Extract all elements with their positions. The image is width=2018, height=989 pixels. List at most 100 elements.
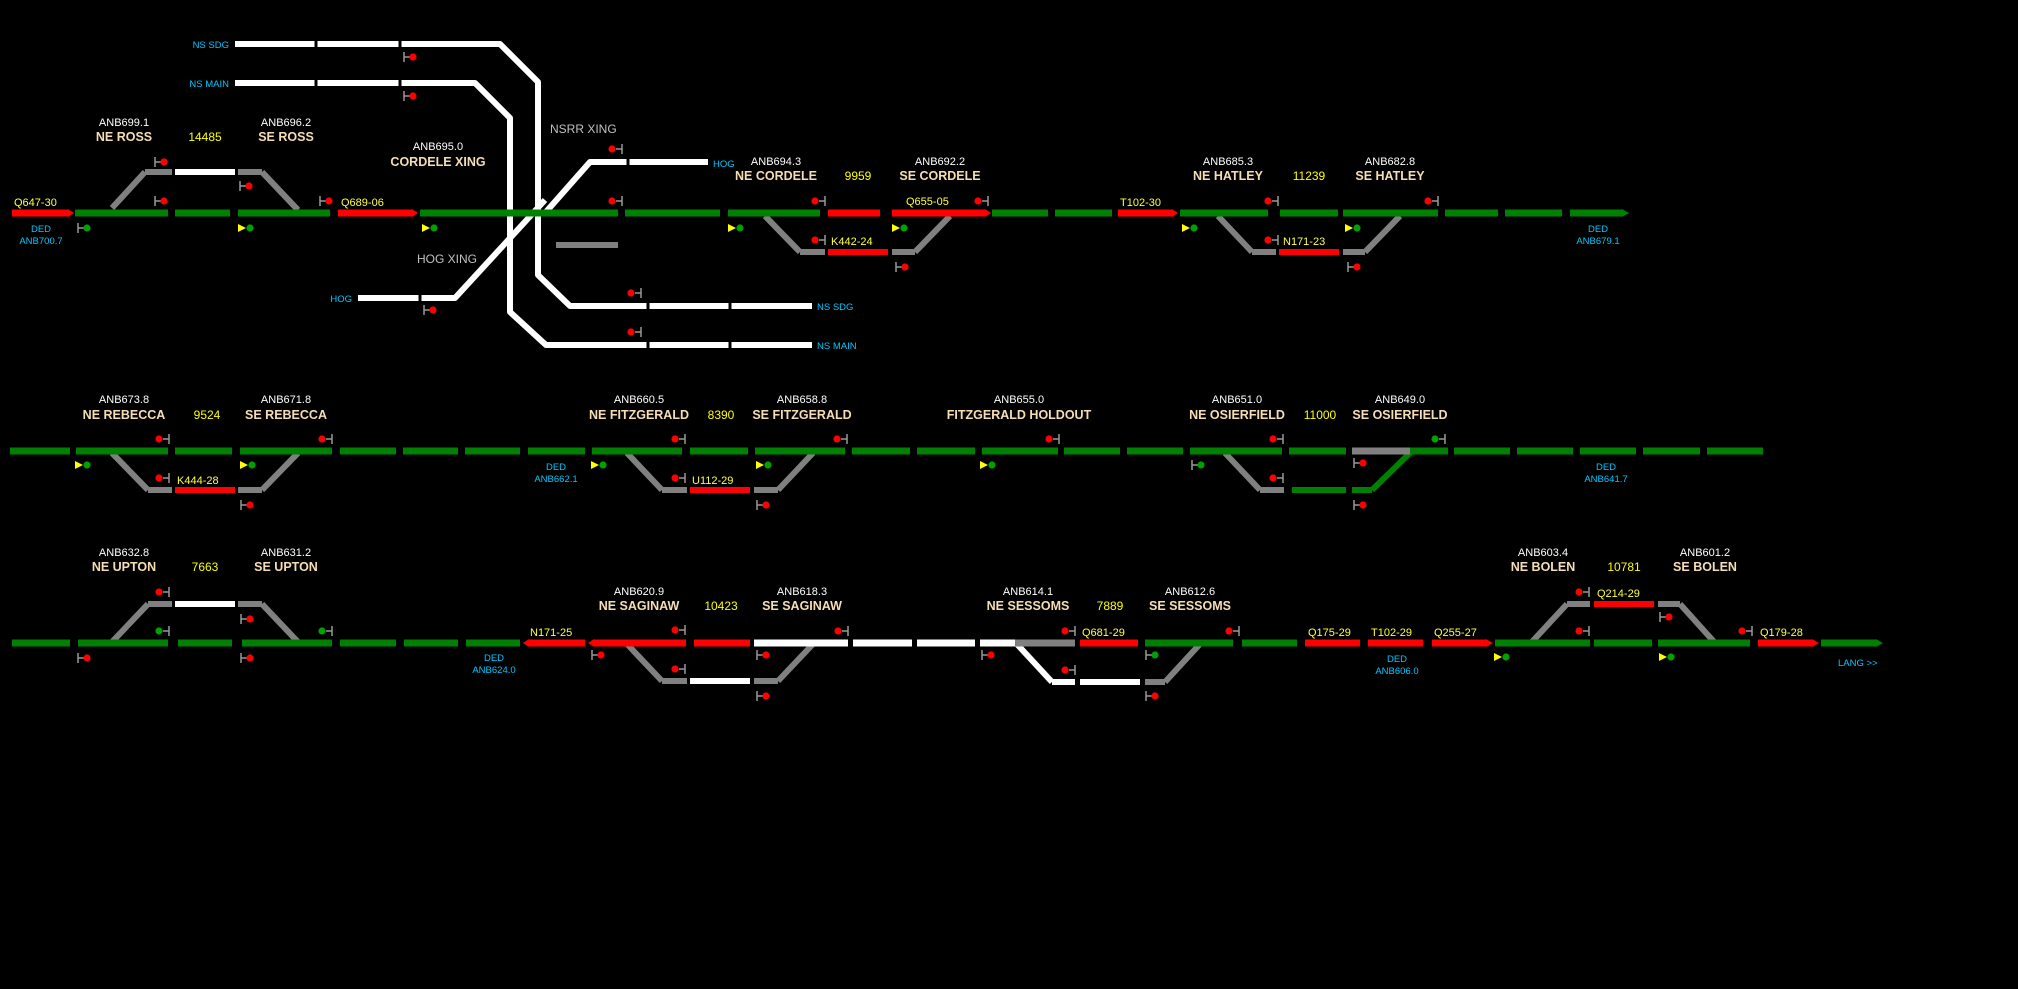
hatley-siding[interactable]	[1215, 213, 1403, 255]
saginaw-siding[interactable]	[624, 641, 816, 684]
train-symbol[interactable]: Q655-05	[906, 196, 949, 208]
train-symbol[interactable]: Q689-06	[341, 197, 384, 209]
siding-length: 10423	[704, 599, 738, 613]
upton-siding[interactable]	[109, 601, 301, 645]
cp-milepost: ANB649.0	[1375, 394, 1425, 406]
dead-end-label: DED	[546, 462, 566, 473]
cp-milepost: ANB601.2	[1680, 547, 1730, 559]
signal-stop-icon	[608, 144, 623, 154]
cp-name[interactable]: SE REBECCA	[245, 408, 327, 422]
cp-milepost: ANB620.9	[614, 586, 664, 598]
cp-name[interactable]: SE UPTON	[254, 560, 318, 574]
signal-approach-icon	[1494, 653, 1510, 661]
train-symbol[interactable]: Q214-29	[1597, 588, 1640, 600]
dead-end-milepost: ANB679.1	[1576, 236, 1619, 247]
signal-stop-icon	[981, 650, 995, 660]
cp-milepost: ANB671.8	[261, 394, 311, 406]
signal-clear-icon	[155, 626, 170, 636]
siding-length: 11000	[1304, 408, 1337, 422]
signal-stop-icon	[1045, 434, 1060, 444]
cp-name[interactable]: SE HATLEY	[1355, 169, 1425, 183]
signal-approach-icon	[422, 224, 438, 232]
train-symbol[interactable]: N171-23	[1283, 236, 1325, 248]
signal-stop-icon	[1269, 473, 1284, 483]
train-symbol[interactable]: T102-29	[1371, 627, 1412, 639]
lang-link[interactable]: LANG >>	[1838, 658, 1878, 669]
row-rebecca-fitzgerald-osierfield: ANB673.8 NE REBECCA ANB671.8 SE REBECCA …	[10, 394, 1763, 510]
train-symbol[interactable]: N171-25	[530, 627, 572, 639]
ns-sdg-label: NS SDG	[817, 302, 853, 313]
signal-approach-icon	[238, 224, 254, 232]
train-symbol[interactable]: Q681-29	[1082, 627, 1125, 639]
train-symbol[interactable]: Q647-30	[14, 197, 57, 209]
signals-row1[interactable]	[77, 52, 1439, 337]
hog-right-track	[542, 159, 708, 215]
train-symbol[interactable]: Q175-29	[1308, 627, 1351, 639]
sessoms-siding[interactable]	[1012, 639, 1203, 685]
cp-milepost: ANB614.1	[1003, 586, 1053, 598]
cp-name[interactable]: SE BOLEN	[1673, 560, 1737, 574]
rebecca-siding[interactable]	[109, 450, 301, 493]
signal-stop-icon	[77, 653, 91, 663]
signal-stop-icon	[1353, 458, 1367, 468]
bolen-siding[interactable]	[1527, 601, 1719, 647]
cp-name[interactable]: SE CORDELE	[899, 169, 980, 183]
signals-row3[interactable]	[77, 587, 1753, 701]
signals-row2[interactable]	[75, 434, 1446, 510]
fitzgerald-siding[interactable]	[624, 450, 816, 493]
signal-stop-icon	[240, 653, 254, 663]
cp-name[interactable]: SE SAGINAW	[762, 599, 842, 613]
siding-length: 14485	[188, 130, 222, 144]
cp-name[interactable]: CORDELE XING	[390, 155, 485, 169]
signal-stop-icon	[811, 196, 826, 206]
train-symbol[interactable]: K444-28	[177, 475, 219, 487]
osierfield-siding[interactable]	[1222, 448, 1415, 493]
signal-stop-icon	[895, 262, 909, 272]
cp-name[interactable]: SE FITZGERALD	[752, 408, 851, 422]
cp-name[interactable]: NE CORDELE	[735, 169, 817, 183]
cordele-siding[interactable]	[762, 213, 953, 255]
cp-name[interactable]: NE SAGINAW	[599, 599, 680, 613]
cp-name[interactable]: FITZGERALD HOLDOUT	[947, 408, 1092, 422]
signal-stop-icon	[1353, 500, 1367, 510]
nsrr-xing-label: NSRR XING	[550, 122, 617, 136]
dead-end-milepost: ANB606.0	[1375, 666, 1418, 677]
hog-left-track	[358, 197, 548, 301]
cp-name[interactable]: NE SESSOMS	[987, 599, 1070, 613]
dead-end-label: DED	[1588, 224, 1608, 235]
signal-stop-icon	[423, 305, 437, 315]
cp-name[interactable]: NE UPTON	[92, 560, 156, 574]
train-symbol[interactable]: K442-24	[831, 236, 873, 248]
signal-stop-icon	[1264, 235, 1279, 245]
cp-name[interactable]: NE BOLEN	[1511, 560, 1576, 574]
ns-hog-foreign-tracks[interactable]	[235, 41, 812, 348]
ross-siding[interactable]	[109, 169, 301, 213]
signal-stop-icon	[833, 434, 848, 444]
cp-name[interactable]: NE REBECCA	[83, 408, 166, 422]
train-symbol[interactable]: Q255-27	[1434, 627, 1477, 639]
cp-name[interactable]: SE OSIERFIELD	[1352, 408, 1447, 422]
cp-name[interactable]: SE ROSS	[258, 130, 314, 144]
dead-end-milepost: ANB662.1	[534, 474, 577, 485]
signal-stop-icon	[240, 500, 254, 510]
train-symbol[interactable]: U112-29	[692, 475, 733, 487]
signal-stop-icon	[1738, 626, 1753, 636]
train-symbol[interactable]: T102-30	[1120, 197, 1161, 209]
cp-name[interactable]: NE OSIERFIELD	[1189, 408, 1285, 422]
cp-milepost: ANB655.0	[994, 394, 1044, 406]
signal-stop-icon	[974, 196, 989, 206]
signal-stop-icon	[1269, 434, 1284, 444]
cp-name[interactable]: SE SESSOMS	[1149, 599, 1231, 613]
cp-name[interactable]: NE ROSS	[96, 130, 152, 144]
cp-name[interactable]: NE HATLEY	[1193, 169, 1264, 183]
labels-row2: ANB673.8 NE REBECCA ANB671.8 SE REBECCA …	[83, 394, 1628, 487]
signal-stop-icon	[1659, 612, 1673, 622]
cp-name[interactable]: NE FITZGERALD	[589, 408, 689, 422]
labels-row3: ANB632.8 NE UPTON ANB631.2 SE UPTON 7663…	[92, 547, 1878, 677]
signal-stop-icon	[154, 157, 168, 167]
cp-milepost: ANB631.2	[261, 547, 311, 559]
train-symbol[interactable]: Q179-28	[1760, 627, 1803, 639]
signal-stop-icon	[1264, 196, 1279, 206]
signal-stop-icon	[627, 288, 642, 298]
signal-stop-icon	[671, 473, 686, 483]
